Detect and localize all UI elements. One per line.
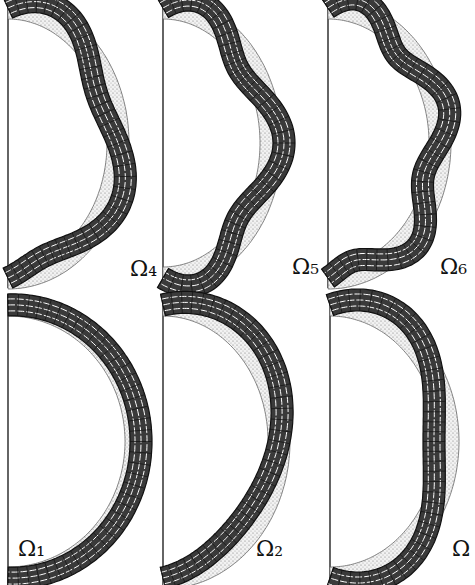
symmetry-axis	[162, 0, 163, 288]
shell-layer-line	[325, 0, 456, 283]
element-mesh	[322, 0, 461, 287]
shell-panel	[8, 294, 152, 585]
buckled-shell	[326, 289, 445, 585]
shell-layer-line	[166, 6, 278, 280]
buckled-shell	[8, 294, 152, 585]
shell-layer-line	[8, 299, 147, 584]
shell-layer-line	[8, 305, 141, 578]
element-mesh	[158, 0, 296, 297]
shell-panel	[3, 0, 136, 289]
shell-panel	[160, 291, 293, 585]
shell-panel	[158, 0, 296, 297]
buckled-shell	[160, 291, 293, 585]
shell-panel	[322, 0, 461, 289]
element-mesh	[160, 291, 293, 585]
symmetry-axis	[7, 0, 8, 288]
shell-layer-line	[162, 296, 288, 583]
shell-layer-line	[162, 308, 277, 572]
shell-layer-line	[8, 2, 125, 278]
mode-label: Ω₁	[18, 538, 45, 560]
shell-layer-line	[5, 8, 119, 273]
buckled-shell	[322, 0, 461, 287]
buckled-shell	[3, 0, 136, 288]
mode-label: Ω₂	[256, 538, 283, 560]
mode-label: Ω	[452, 538, 470, 560]
symmetry-axis	[327, 0, 328, 288]
shell-layer-line	[6, 0, 132, 283]
element-mesh	[8, 294, 152, 585]
shell-layer-line	[328, 0, 450, 278]
symmetry-axis	[7, 295, 8, 585]
shell-layer-line	[325, 5, 444, 273]
element-mesh	[3, 0, 136, 288]
mode-label: Ω₄	[130, 258, 157, 280]
shell-layer-line	[160, 0, 290, 292]
shell-layer-line	[163, 0, 284, 286]
shell-panel	[326, 289, 459, 585]
mode-label: Ω₆	[440, 256, 467, 278]
shell-layer-line	[330, 300, 434, 583]
symmetry-axis	[162, 295, 163, 585]
shell-layer-line	[332, 306, 428, 577]
mode-label: Ω₅	[292, 256, 319, 278]
buckled-shell	[158, 0, 296, 297]
shell-layer-line	[328, 294, 440, 585]
element-mesh	[326, 289, 445, 585]
undeformed-shell	[8, 294, 147, 585]
symmetry-axis	[329, 295, 330, 585]
